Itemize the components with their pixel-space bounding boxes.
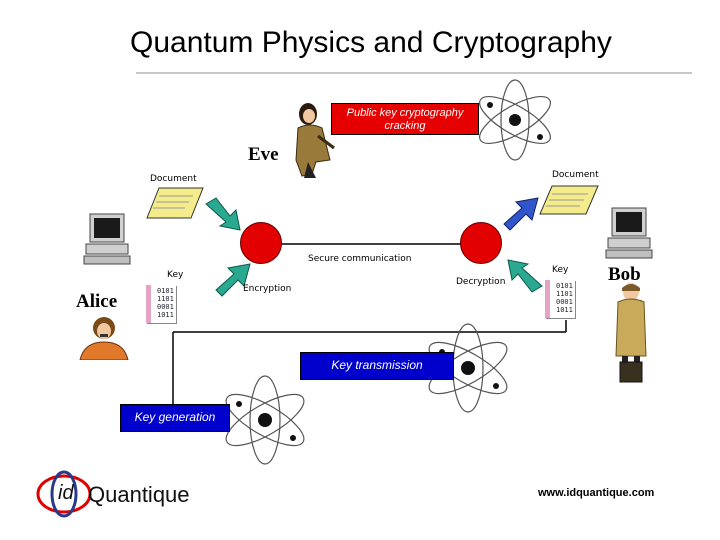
document-left-icon <box>146 187 204 219</box>
atom-icon-middle <box>428 323 508 413</box>
atom-icon-bottom <box>225 375 305 465</box>
logo-id-text: id <box>58 482 74 504</box>
logo-name-text: Quantique <box>88 482 190 507</box>
slide-title: Quantum Physics and Cryptography <box>130 26 612 59</box>
key-right-label: Key <box>552 265 569 275</box>
key-left-bits-1: 1101 <box>157 295 174 303</box>
alice-figure-icon <box>79 317 129 360</box>
arrow-decryption-to-document <box>503 197 539 231</box>
alice-label: Alice <box>76 291 118 312</box>
key-left-bits-3: 1011 <box>157 311 174 319</box>
computer-right-icon <box>605 207 653 259</box>
key-right-bits-3: 1011 <box>556 306 573 314</box>
arrow-key-to-encryption <box>215 263 251 297</box>
secure-communication-label: Secure communication <box>308 254 412 264</box>
key-right-bits-1: 1101 <box>556 290 573 298</box>
key-right-bits-0: 0101 <box>556 282 573 290</box>
bob-label: Bob <box>608 264 641 285</box>
decryption-label: Decryption <box>456 277 506 287</box>
computer-left-icon <box>83 213 131 265</box>
encryption-node <box>240 222 282 264</box>
key-card-left: 0101 1101 0001 1011 <box>146 285 176 323</box>
document-right-label: Document <box>552 170 599 180</box>
encryption-label: Encryption <box>243 284 292 294</box>
key-generation-box: Key generation <box>120 404 230 432</box>
public-key-cracking-box: Public key cryptography cracking <box>331 103 479 135</box>
title-underline <box>136 72 692 74</box>
key-left-bits-2: 0001 <box>157 303 174 311</box>
key-card-right: 0101 1101 0001 1011 <box>545 280 575 318</box>
bob-figure-icon <box>615 283 647 383</box>
key-right-bits-2: 0001 <box>556 298 573 306</box>
document-right-icon <box>539 185 599 215</box>
key-left-label: Key <box>167 270 184 280</box>
decryption-node <box>460 222 502 264</box>
document-left-label: Document <box>150 174 197 184</box>
key-left-bits-0: 0101 <box>157 287 174 295</box>
eve-label: Eve <box>248 144 279 165</box>
arrow-key-to-decryption <box>507 259 543 293</box>
website-url: www.idquantique.com <box>538 487 655 499</box>
id-quantique-logo-icon <box>36 470 92 518</box>
eve-figure-icon <box>295 103 335 178</box>
atom-icon-top <box>479 79 551 161</box>
key-transmission-box: Key transmission <box>300 352 454 380</box>
arrow-document-to-encryption <box>205 197 241 231</box>
